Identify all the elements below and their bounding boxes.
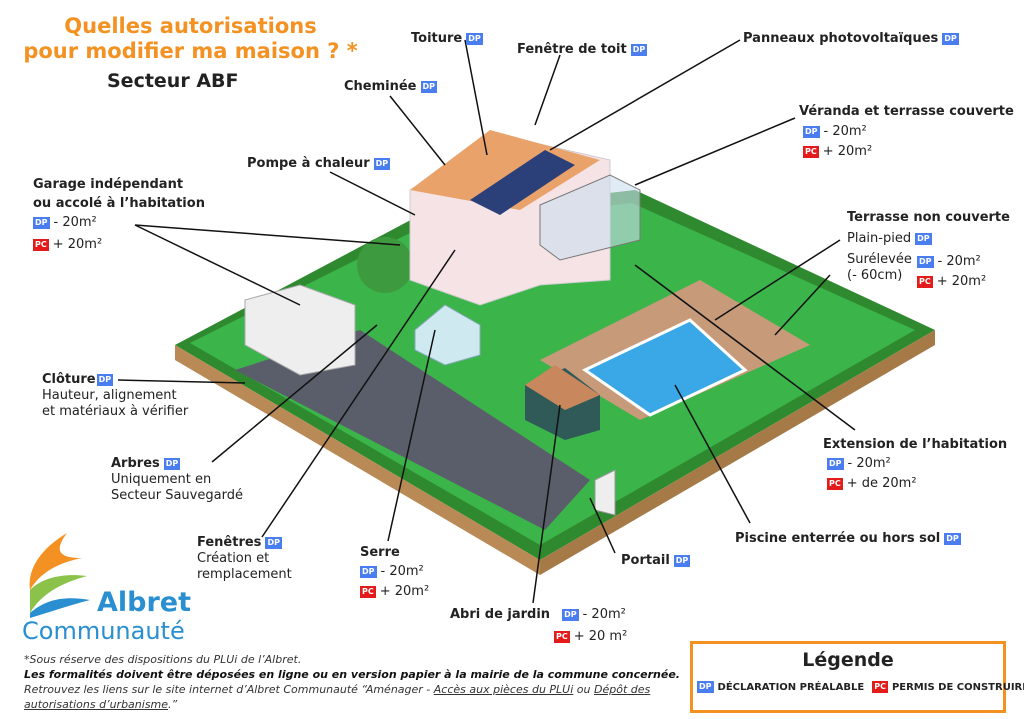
label-extension: Extension de l’habitation DP- 20m² PC+ d… bbox=[823, 437, 1008, 491]
dp-badge: DP bbox=[163, 457, 181, 470]
dp-badge: DP bbox=[697, 681, 714, 693]
pc-badge: PC bbox=[360, 585, 376, 598]
solar-panels bbox=[470, 150, 575, 215]
dp-badge: DP bbox=[803, 125, 820, 138]
dp-badge: DP bbox=[373, 157, 391, 170]
tree bbox=[357, 237, 413, 293]
logo-flame-icon bbox=[29, 533, 90, 618]
dp-badge: DP bbox=[420, 80, 438, 93]
leader-lines bbox=[117, 39, 856, 604]
dp-badge: DP bbox=[673, 554, 691, 567]
dp-badge: DP bbox=[265, 536, 282, 549]
dp-badge: DP bbox=[466, 32, 483, 45]
dp-badge: DP bbox=[33, 216, 50, 229]
fence bbox=[175, 345, 540, 575]
dp-badge: DP bbox=[942, 32, 959, 45]
dp-badge: DP bbox=[96, 373, 114, 386]
albret-logo: Albret Communauté bbox=[22, 528, 202, 646]
dp-badge: DP bbox=[917, 255, 934, 268]
roof bbox=[410, 130, 600, 210]
dp-badge: DP bbox=[915, 232, 932, 245]
pc-badge: PC bbox=[827, 477, 843, 490]
pc-badge: PC bbox=[917, 275, 933, 288]
dp-badge: DP bbox=[562, 608, 579, 621]
footer-notes: *Sous réserve des dispositions du PLUi d… bbox=[24, 653, 680, 711]
sector-title: Secteur ABF bbox=[107, 70, 239, 92]
pc-badge: PC bbox=[554, 630, 570, 643]
label-serre: Serre DP- 20m² PC+ 20m² bbox=[360, 545, 430, 599]
label-veranda: Véranda et terrasse couverte DP- 20m² PC… bbox=[799, 104, 1014, 159]
pc-badge: PC bbox=[803, 145, 819, 158]
dp-badge: DP bbox=[630, 43, 648, 56]
link-depot[interactable]: Dépôt des autorisations d’urbanisme bbox=[24, 683, 651, 711]
pc-badge: PC bbox=[33, 238, 49, 251]
garage bbox=[244, 284, 356, 376]
pc-badge: PC bbox=[872, 681, 888, 693]
pool bbox=[582, 318, 748, 417]
gate bbox=[594, 469, 616, 516]
dp-badge: DP bbox=[827, 457, 844, 470]
link-plui[interactable]: Accès aux pièces du PLUi bbox=[433, 683, 574, 696]
dp-badge: DP bbox=[944, 532, 961, 545]
dp-badge: DP bbox=[360, 565, 377, 578]
veranda bbox=[539, 174, 641, 261]
